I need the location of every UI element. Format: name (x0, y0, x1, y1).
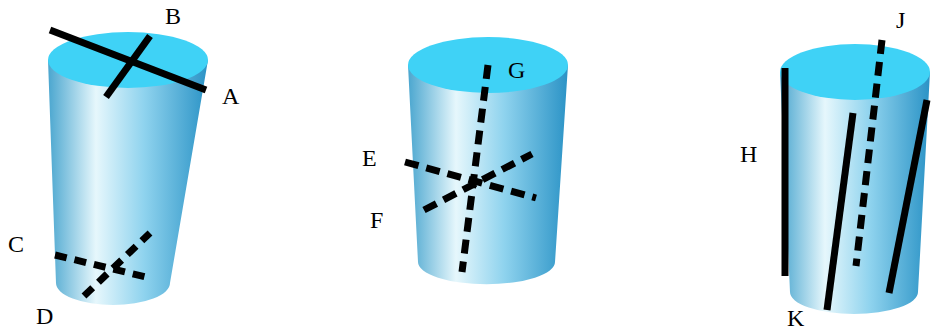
part-label: B (165, 4, 181, 28)
cut-line-g (462, 65, 488, 272)
cut-line-j (856, 40, 882, 266)
part-label: H (740, 142, 757, 166)
cylinder-3 (780, 40, 930, 314)
cut-line-d (84, 233, 150, 296)
cut-line-b (106, 36, 150, 97)
part-label: D (36, 304, 53, 328)
part-label: C (8, 232, 24, 256)
part-label: F (370, 208, 383, 232)
part-label: E (362, 146, 377, 170)
cylinder-1 (48, 30, 208, 305)
part-label: K (787, 306, 804, 330)
cut-line-side (889, 100, 927, 293)
part-label: A (222, 84, 239, 108)
cut-line-a (50, 30, 206, 90)
part-label: G (508, 58, 525, 82)
part-label: J (896, 8, 905, 32)
cut-line-f (424, 154, 532, 210)
cylinder-2 (405, 37, 568, 284)
cut-line-k (827, 113, 853, 310)
cut-line-h (782, 68, 789, 276)
cut-line-e (405, 162, 536, 198)
